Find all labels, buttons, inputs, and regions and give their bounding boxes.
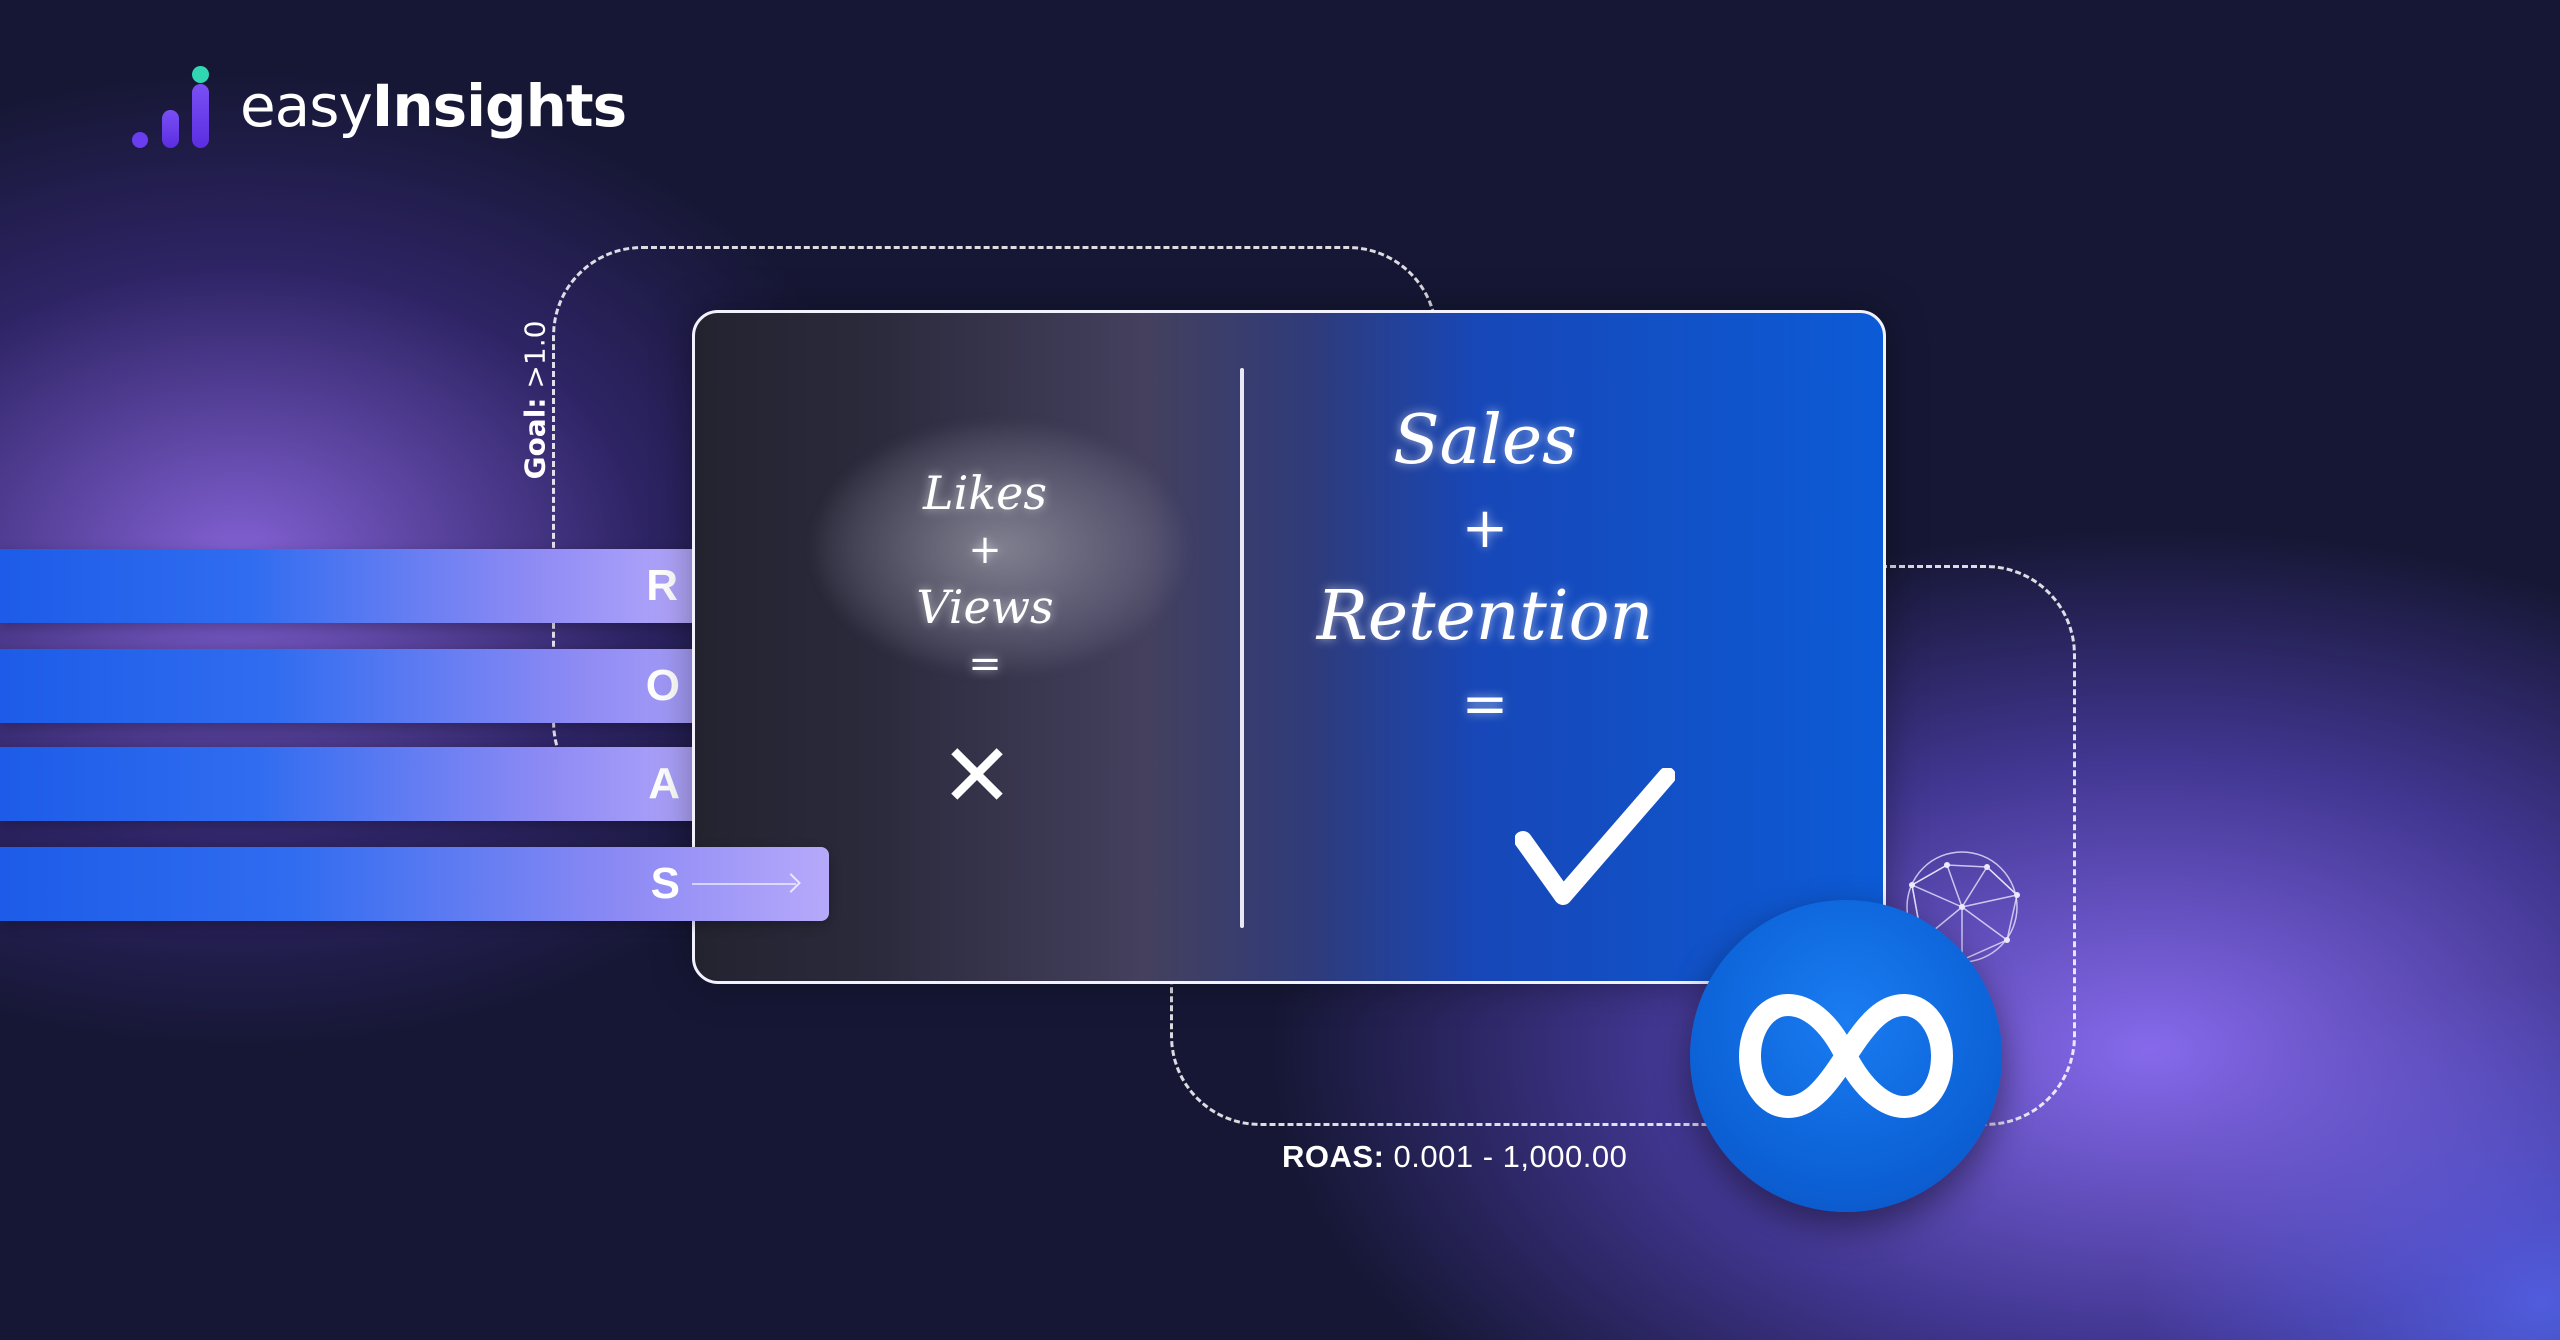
roas-letter: A [648, 759, 680, 808]
roas-range-label: ROAS: 0.001 - 1,000.00 [1282, 1139, 1627, 1175]
arrow-line-bottom [692, 883, 796, 885]
goal-label-value: >1.0 [518, 320, 552, 389]
plus-sign: + [1461, 496, 1509, 561]
equals-sign: = [1461, 672, 1509, 737]
value-metrics: Sales + Retention = [1285, 393, 1685, 745]
roas-bar-o: O [0, 649, 767, 723]
equals-sign: = [968, 641, 1002, 687]
meta-badge [1690, 900, 2002, 1212]
roas-letter: O [645, 661, 680, 710]
retention-text: Retention [1316, 577, 1654, 656]
plus-sign: + [968, 527, 1002, 573]
bar-chart-logo-icon [128, 62, 216, 150]
cross-icon: ✕ [940, 724, 1014, 827]
roas-range-value: 0.001 - 1,000.00 [1393, 1139, 1628, 1174]
brand-name-light: easy [240, 72, 373, 140]
brand-logo: easyInsights [128, 62, 627, 150]
brand-name: easyInsights [240, 72, 627, 140]
roas-bar-s: S [0, 847, 829, 921]
roas-bar-r: R [0, 549, 703, 623]
likes-text: Likes [923, 466, 1047, 520]
views-text: Views [916, 580, 1054, 634]
vanity-metrics: Likes + Views = [895, 461, 1075, 689]
goal-label: Goal: >1.0 [519, 321, 552, 480]
brand-name-bold: Insights [371, 72, 627, 140]
chalk-smudge [815, 423, 1185, 673]
roas-letter: S [650, 859, 680, 908]
sales-text: Sales [1392, 401, 1577, 480]
roas-bar-a: A [0, 747, 724, 821]
roas-range-key: ROAS: [1282, 1139, 1385, 1174]
goal-label-key: Goal: [518, 397, 552, 480]
checkmark-icon [1515, 768, 1675, 905]
meta-infinity-icon [1739, 994, 1953, 1118]
chalk-divider [1240, 368, 1244, 928]
comparison-card: Likes + Views = ✕ Sales + Retention = [692, 310, 1886, 984]
roas-letter: R [646, 561, 678, 610]
